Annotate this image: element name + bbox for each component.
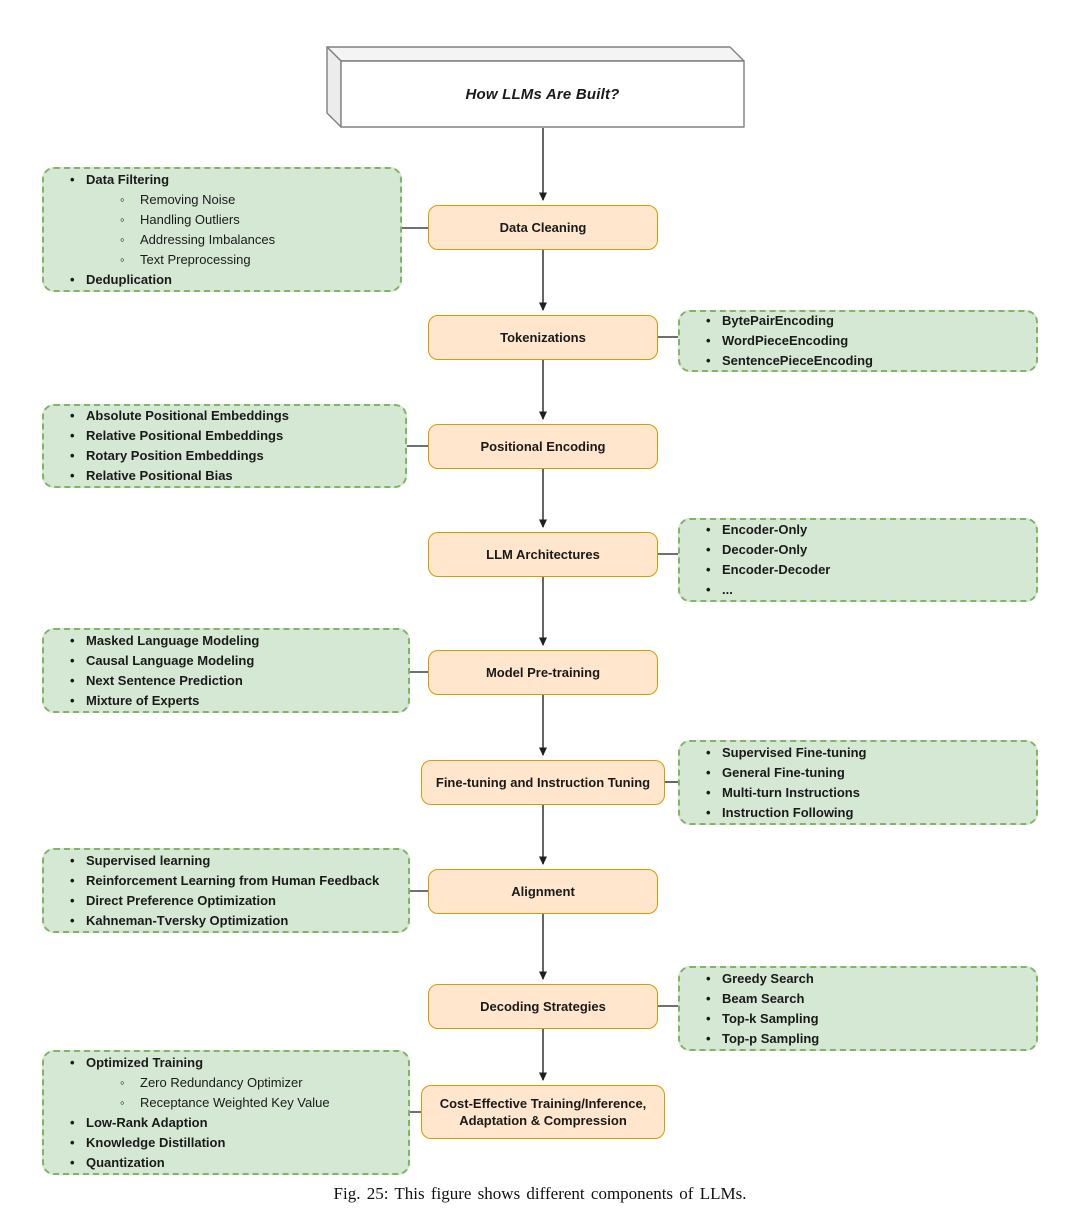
notes-data-cleaning: Data Filtering Removing Noise Handling O…	[42, 167, 402, 292]
note-item: Greedy Search	[706, 969, 1026, 989]
notes-model-pretraining: Masked Language Modeling Causal Language…	[42, 628, 410, 713]
notes-tokenizations: BytePairEncoding WordPieceEncoding Sente…	[678, 310, 1038, 372]
stage-alignment: Alignment	[428, 869, 658, 914]
note-list: Optimized Training Zero Redundancy Optim…	[70, 1053, 398, 1173]
stage-cost-effective: Cost-Effective Training/Inference, Adapt…	[421, 1085, 665, 1139]
note-list: Supervised Fine-tuning General Fine-tuni…	[706, 743, 1026, 823]
note-item: Top-k Sampling	[706, 1009, 1026, 1029]
note-item: Kahneman-Tversky Optimization	[70, 911, 398, 931]
root-title: How LLMs Are Built?	[465, 85, 620, 103]
notes-cost-effective: Optimized Training Zero Redundancy Optim…	[42, 1050, 410, 1175]
notes-positional-encoding: Absolute Positional Embeddings Relative …	[42, 404, 407, 488]
notes-llm-architectures: Encoder-Only Decoder-Only Encoder-Decode…	[678, 518, 1038, 602]
note-item: Top-p Sampling	[706, 1029, 1026, 1049]
note-list: Data Filtering Removing Noise Handling O…	[70, 170, 390, 290]
note-item: Next Sentence Prediction	[70, 671, 398, 691]
note-item: Encoder-Decoder	[706, 560, 1026, 580]
stage-tokenizations: Tokenizations	[428, 315, 658, 360]
stage-data-cleaning: Data Cleaning	[428, 205, 658, 250]
note-item: Mixture of Experts	[70, 691, 398, 711]
note-item: Reinforcement Learning from Human Feedba…	[70, 871, 398, 891]
stage-positional-encoding: Positional Encoding	[428, 424, 658, 469]
note-item: Absolute Positional Embeddings	[70, 406, 395, 426]
note-item: Removing Noise	[70, 190, 390, 210]
note-list: Greedy Search Beam Search Top-k Sampling…	[706, 969, 1026, 1049]
note-item: Low-Rank Adaption	[70, 1113, 398, 1133]
note-item: Handling Outliers	[70, 210, 390, 230]
note-item: Instruction Following	[706, 803, 1026, 823]
note-item: Rotary Position Embeddings	[70, 446, 395, 466]
notes-alignment: Supervised learning Reinforcement Learni…	[42, 848, 410, 933]
note-item: Receptance Weighted Key Value	[70, 1093, 398, 1113]
note-item: Text Preprocessing	[70, 250, 390, 270]
note-list: Masked Language Modeling Causal Language…	[70, 631, 398, 711]
note-item: Zero Redundancy Optimizer	[70, 1073, 398, 1093]
note-item: Multi-turn Instructions	[706, 783, 1026, 803]
note-item: Encoder-Only	[706, 520, 1026, 540]
note-item: Supervised learning	[70, 851, 398, 871]
notes-finetuning: Supervised Fine-tuning General Fine-tuni…	[678, 740, 1038, 825]
note-list: Absolute Positional Embeddings Relative …	[70, 406, 395, 486]
note-item: Data Filtering	[70, 170, 390, 190]
note-item: Beam Search	[706, 989, 1026, 1009]
stage-decoding-strategies: Decoding Strategies	[428, 984, 658, 1029]
note-item: Supervised Fine-tuning	[706, 743, 1026, 763]
note-item: WordPieceEncoding	[706, 331, 1026, 351]
note-item: BytePairEncoding	[706, 311, 1026, 331]
notes-decoding-strategies: Greedy Search Beam Search Top-k Sampling…	[678, 966, 1038, 1051]
note-item: Quantization	[70, 1153, 398, 1173]
note-item: Masked Language Modeling	[70, 631, 398, 651]
note-item: Decoder-Only	[706, 540, 1026, 560]
note-item: ...	[706, 580, 1026, 600]
note-item: Deduplication	[70, 270, 390, 290]
note-item: Knowledge Distillation	[70, 1133, 398, 1153]
note-item: SentencePieceEncoding	[706, 351, 1026, 371]
stage-finetuning-instruction-tuning: Fine-tuning and Instruction Tuning	[421, 760, 665, 805]
note-item: Relative Positional Embeddings	[70, 426, 395, 446]
note-item: Relative Positional Bias	[70, 466, 395, 486]
note-list: Encoder-Only Decoder-Only Encoder-Decode…	[706, 520, 1026, 600]
note-item: Optimized Training	[70, 1053, 398, 1073]
note-item: Addressing Imbalances	[70, 230, 390, 250]
note-item: Causal Language Modeling	[70, 651, 398, 671]
note-item: Direct Preference Optimization	[70, 891, 398, 911]
figure-caption: Fig. 25: This figure shows different com…	[333, 1184, 747, 1203]
stage-llm-architectures: LLM Architectures	[428, 532, 658, 577]
note-list: BytePairEncoding WordPieceEncoding Sente…	[706, 311, 1026, 371]
note-list: Supervised learning Reinforcement Learni…	[70, 851, 398, 931]
stage-model-pretraining: Model Pre-training	[428, 650, 658, 695]
note-item: General Fine-tuning	[706, 763, 1026, 783]
